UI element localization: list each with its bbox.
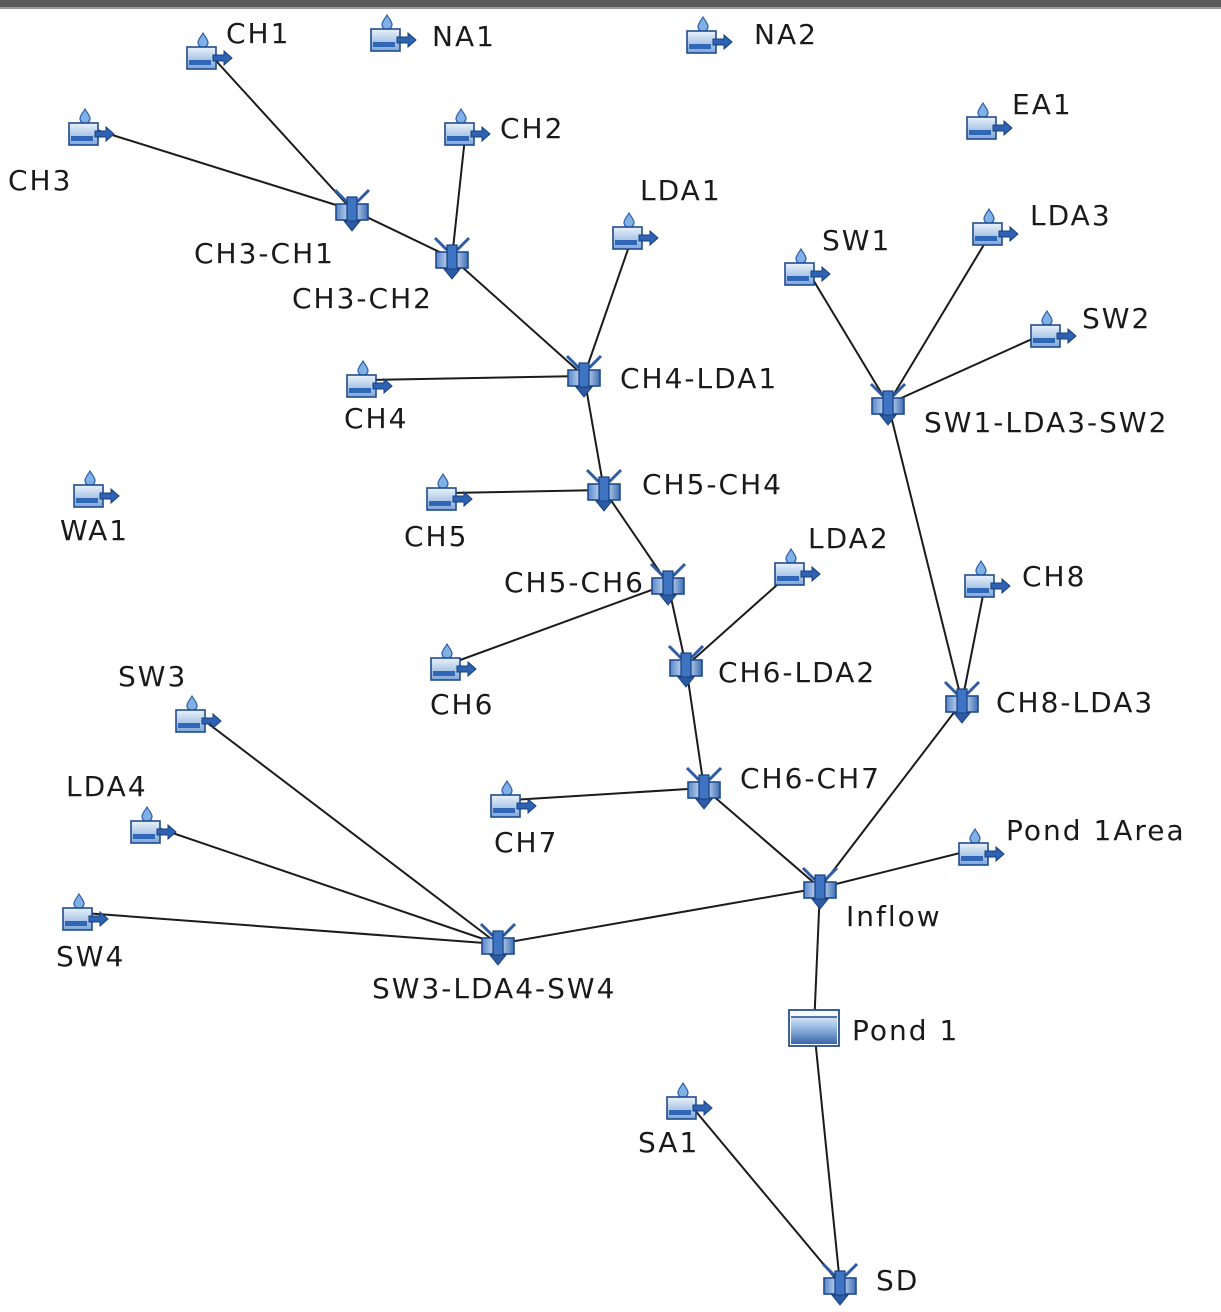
label-j_ch3ch2: CH3-CH2 <box>292 282 433 315</box>
label-sw2: SW2 <box>1082 302 1151 335</box>
edge-J_INFLOW-to-POND1 <box>813 887 821 1029</box>
label-ch1: CH1 <box>226 17 290 50</box>
edge-J_CH6LDA2-to-J_CH6CH7 <box>685 665 705 789</box>
edge-SW1-to-J_SWLDA <box>805 267 889 405</box>
label-j_ch6lda2: CH6-LDA2 <box>718 656 876 689</box>
edge-J_CH4LDA1-to-J_CH5CH4 <box>583 375 605 491</box>
edge-CH7-to-J_CH6CH7 <box>511 787 705 801</box>
edge-J_CH8LDA3-to-J_INFLOW <box>819 701 963 889</box>
label-j_ch8lda3: CH8-LDA3 <box>996 686 1154 719</box>
edge-LDA1-to-J_CH4LDA1 <box>583 231 635 377</box>
subbasin-icon-sa1[interactable] <box>666 1082 713 1120</box>
subbasin-icon-na2[interactable] <box>686 16 733 54</box>
subbasin-icon-lda3[interactable] <box>972 208 1019 246</box>
reservoir-icon-pond1[interactable] <box>788 1009 840 1047</box>
label-lda2: LDA2 <box>808 522 890 555</box>
label-ch2: CH2 <box>500 112 564 145</box>
subbasin-icon-ch3[interactable] <box>68 108 115 146</box>
edge-LDA4-to-J_SW3 <box>151 825 499 945</box>
edge-J_SWLDA-to-J_CH8LDA3 <box>887 403 963 703</box>
label-sw4: SW4 <box>56 940 125 973</box>
label-pond1area: Pond 1Area <box>1006 814 1186 847</box>
label-j_swlda: SW1-LDA3-SW2 <box>924 406 1168 439</box>
junction-icon-j_ch3ch1[interactable] <box>333 188 371 233</box>
junction-icon-sd[interactable] <box>821 1262 859 1307</box>
subbasin-icon-na1[interactable] <box>370 14 417 52</box>
subbasin-icon-lda4[interactable] <box>130 806 177 844</box>
edge-LDA3-to-J_SWLDA <box>887 227 995 405</box>
label-ch8: CH8 <box>1022 560 1086 593</box>
edge-CH2-to-J_CH3CH2 <box>451 127 467 259</box>
label-ch5: CH5 <box>404 520 468 553</box>
subbasin-icon-sw3[interactable] <box>175 695 222 733</box>
label-j_ch6ch7: CH6-CH7 <box>740 762 881 795</box>
edge-CH4-to-J_CH4LDA1 <box>367 375 585 381</box>
label-j_ch3ch1: CH3-CH1 <box>194 237 335 270</box>
label-na2: NA2 <box>754 18 818 51</box>
edge-POND1-to-SD <box>813 1027 841 1285</box>
edge-POND1AREA-to-J_INFLOW <box>819 847 981 889</box>
subbasin-icon-wa1[interactable] <box>73 470 120 508</box>
elements <box>62 14 1077 1307</box>
label-sd: SD <box>876 1264 919 1297</box>
label-sa1: SA1 <box>638 1126 699 1159</box>
label-wa1: WA1 <box>60 514 129 547</box>
subbasin-icon-lda1[interactable] <box>612 212 659 250</box>
junction-icon-j_swlda[interactable] <box>869 382 907 427</box>
edge-J_CH6CH7-to-J_INFLOW <box>703 787 821 889</box>
label-sw1: SW1 <box>822 224 891 257</box>
junction-icon-j_ch5ch6[interactable] <box>649 562 687 607</box>
label-ch3: CH3 <box>8 164 72 197</box>
subbasin-icon-ch6[interactable] <box>430 643 477 681</box>
junction-icon-j_ch6ch7[interactable] <box>685 766 723 811</box>
label-ea1: EA1 <box>1012 88 1073 121</box>
label-sw3: SW3 <box>118 660 187 693</box>
edge-J_SW3-to-J_INFLOW <box>497 887 821 945</box>
edge-CH5-to-J_CH5CH4 <box>447 489 605 494</box>
label-j_sw3: SW3-LDA4-SW4 <box>372 972 616 1005</box>
edge-J_CH3CH2-to-J_CH4LDA1 <box>451 257 585 377</box>
label-j_ch5ch4: CH5-CH4 <box>642 468 783 501</box>
junction-icon-j_ch6lda2[interactable] <box>667 644 705 689</box>
label-j_inflow: Inflow <box>846 900 942 933</box>
edge-CH6-to-J_CH5CH6 <box>451 583 669 664</box>
edge-SA1-to-SD <box>687 1101 841 1285</box>
subbasin-icon-pond1area[interactable] <box>958 828 1005 866</box>
label-lda4: LDA4 <box>66 770 148 803</box>
subbasin-icon-ea1[interactable] <box>966 102 1013 140</box>
subbasin-icon-sw4[interactable] <box>62 893 109 931</box>
label-lda1: LDA1 <box>640 174 722 207</box>
edge-SW2-to-J_SWLDA <box>887 329 1053 405</box>
edge-SW3-to-J_SW3 <box>196 714 499 945</box>
label-na1: NA1 <box>432 20 496 53</box>
connections <box>83 51 1053 1285</box>
label-lda3: LDA3 <box>1030 199 1112 232</box>
label-pond1: Pond 1 <box>852 1014 959 1047</box>
label-j_ch4lda1: CH4-LDA1 <box>620 362 778 395</box>
label-ch7: CH7 <box>494 826 558 859</box>
label-j_ch5ch6: CH5-CH6 <box>504 566 645 599</box>
label-ch4: CH4 <box>344 402 408 435</box>
junction-icon-j_ch5ch4[interactable] <box>585 468 623 513</box>
edge-CH3-to-J_CH3CH1 <box>89 127 353 211</box>
junction-icon-j_sw3[interactable] <box>479 922 517 967</box>
subbasin-icon-sw2[interactable] <box>1030 310 1077 348</box>
subbasin-icon-ch8[interactable] <box>964 560 1011 598</box>
junction-icon-j_ch4lda1[interactable] <box>565 354 603 399</box>
junction-icon-j_ch3ch2[interactable] <box>433 236 471 281</box>
edge-CH1-to-J_CH3CH1 <box>207 51 353 211</box>
edge-CH8-to-J_CH8LDA3 <box>961 579 987 703</box>
edge-SW4-to-J_SW3 <box>83 912 499 945</box>
top-border-highlight <box>0 7 1221 9</box>
label-ch6: CH6 <box>430 688 494 721</box>
junction-icon-j_inflow[interactable] <box>801 866 839 911</box>
top-border <box>0 0 1221 7</box>
subbasin-icon-ch2[interactable] <box>444 108 491 146</box>
